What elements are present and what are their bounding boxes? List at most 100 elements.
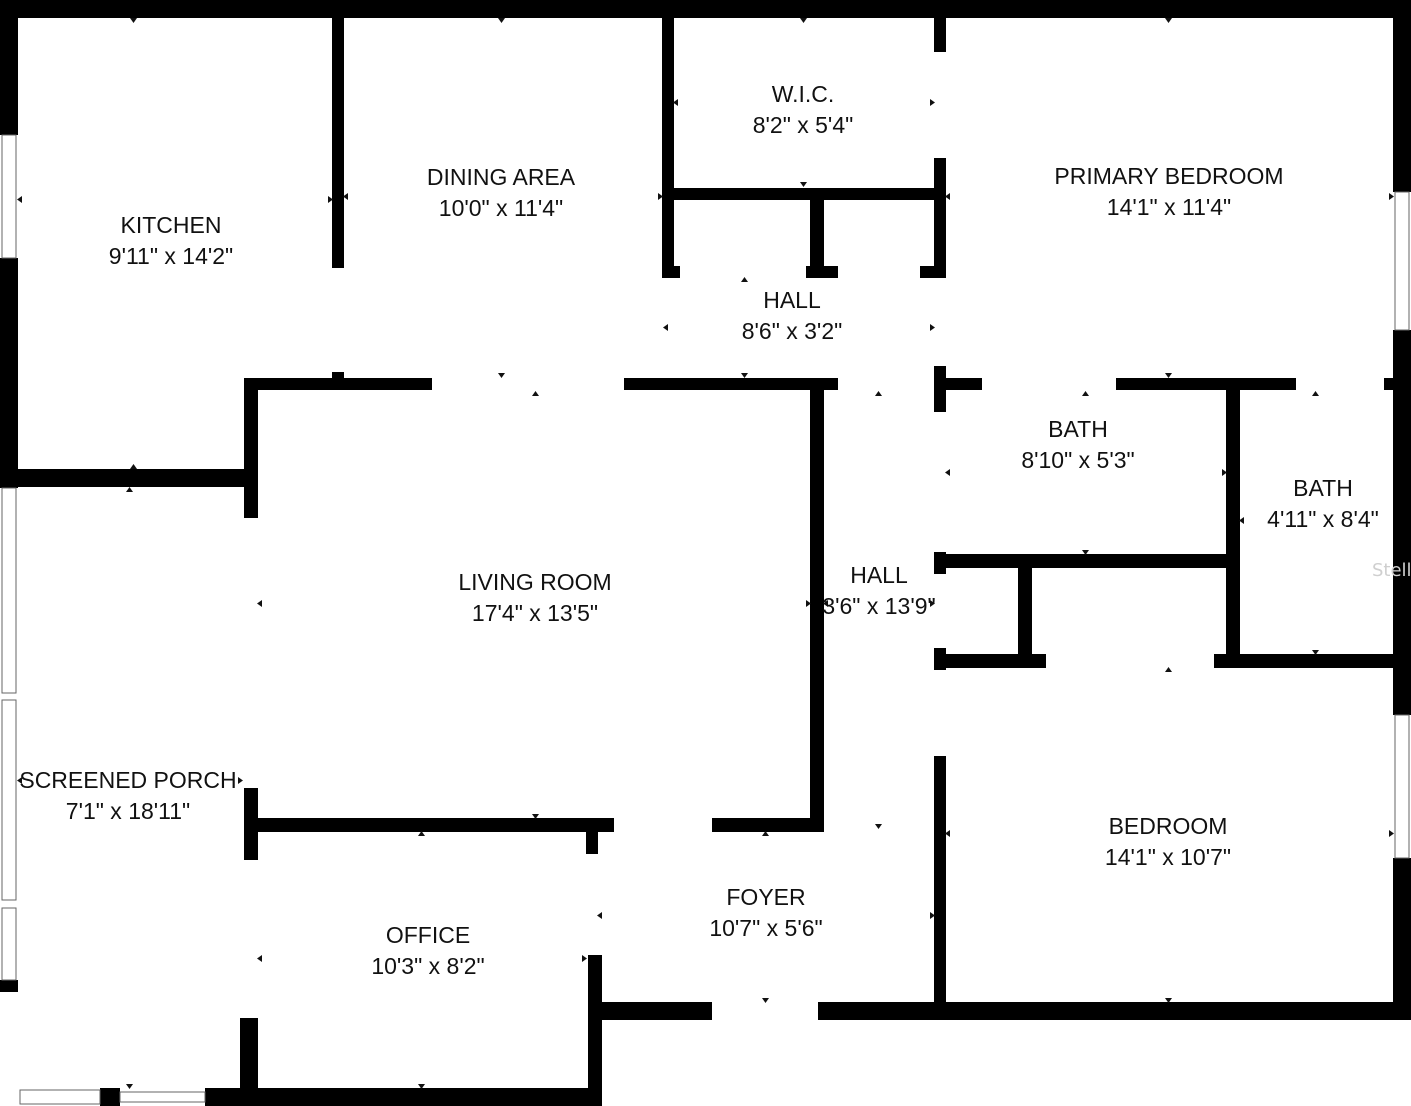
room-office-size: 10'3" x 8'2" — [371, 953, 484, 979]
room-foyer-name: FOYER — [726, 884, 805, 910]
marker-hallc-top — [875, 391, 882, 396]
room-living-size: 17'4" x 13'5" — [472, 600, 598, 626]
marker-primary-top — [1165, 18, 1172, 23]
wall-closet-bottom-right — [920, 266, 946, 278]
wall-outer-right-1 — [1393, 0, 1411, 192]
marker-living-right — [806, 600, 811, 607]
marker-porch-left — [17, 777, 22, 784]
wall-outer-right-2 — [1393, 330, 1411, 715]
wall-living-right — [810, 388, 824, 830]
marker-bath1-bottom — [1082, 550, 1089, 555]
wall-outer-left-upper — [0, 0, 18, 135]
wall-outer-right-3 — [1393, 858, 1411, 1020]
window-porch-2 — [1, 699, 17, 901]
room-dining-size: 10'0" x 11'4" — [439, 195, 563, 221]
wall-office-right-lower — [588, 955, 602, 1106]
marker-primary-left — [945, 193, 950, 200]
wall-primary-bottom-mid — [1116, 378, 1296, 390]
wall-hall-right-1 — [934, 366, 946, 412]
marker-hallc-left — [823, 600, 828, 607]
marker-living-left — [257, 600, 262, 607]
marker-office-top — [418, 831, 425, 836]
window-bedroom — [1394, 714, 1410, 859]
marker-kitchen-bottom — [130, 464, 137, 469]
room-kitchen-size: 9'11" x 14'2" — [109, 243, 233, 269]
wall-living-bottom-right — [712, 818, 824, 832]
room-wic-size: 8'2" x 5'4" — [753, 112, 854, 138]
window-porch-1 — [1, 487, 17, 694]
room-foyer-size: 10'7" x 5'6" — [709, 915, 822, 941]
door-markers — [17, 18, 1394, 1089]
wall-primary-bottom-right — [1384, 378, 1411, 390]
wall-bedroom-top-left — [934, 654, 1046, 668]
wall-bedroom-top-right — [1214, 654, 1411, 668]
wall-living-top-left — [248, 378, 432, 390]
marker-hall-left — [663, 324, 668, 331]
wall-closet-bottom-left — [662, 266, 680, 278]
window-porch-bottom — [19, 1089, 101, 1105]
marker-kitchen-right — [328, 196, 333, 203]
wall-closet-bottom-mid — [806, 266, 838, 278]
room-labels: KITCHEN 9'11" x 14'2" DINING AREA 10'0" … — [19, 81, 1378, 979]
wall-bottom-bedroom — [818, 1002, 1411, 1020]
wall-hall-right-4 — [934, 756, 946, 1004]
marker-wic-right — [930, 99, 935, 106]
marker-bedroom-right — [1389, 830, 1394, 837]
wall-kitchen-bottom — [0, 469, 258, 487]
wall-outer-left-mid — [0, 258, 18, 488]
marker-primary-bottom — [1165, 373, 1172, 378]
wall-porch-bottom — [100, 1088, 120, 1106]
room-wic-name: W.I.C. — [772, 81, 835, 107]
wall-kitchen-dining — [332, 0, 344, 268]
marker-living-bottom — [532, 814, 539, 819]
marker-primary-right — [1389, 193, 1394, 200]
wall-office-bottom — [205, 1088, 602, 1106]
room-porch-size: 7'1" x 18'11" — [66, 798, 190, 824]
wall-bath-divider — [1226, 388, 1240, 666]
room-bedroom-size: 14'1" x 10'7" — [1105, 844, 1231, 870]
window-primary-bedroom — [1394, 191, 1410, 331]
marker-wic-left — [673, 99, 678, 106]
window-porch-3 — [1, 907, 17, 981]
marker-office-left — [257, 955, 262, 962]
marker-foyer-right — [930, 912, 935, 919]
marker-bath2-bottom — [1312, 650, 1319, 655]
wall-office-right-upper — [586, 826, 598, 854]
watermark: Stell — [1372, 560, 1411, 581]
marker-bath1-right — [1222, 469, 1227, 476]
room-bath1-name: BATH — [1048, 416, 1108, 442]
marker-wic-top — [800, 18, 807, 23]
room-bath2-name: BATH — [1293, 475, 1353, 501]
room-hall-top-size: 8'6" x 3'2" — [742, 318, 843, 344]
marker-dining-left — [343, 193, 348, 200]
wall-living-left-upper — [244, 378, 258, 518]
window-kitchen — [1, 134, 17, 259]
marker-bedroom-top — [1165, 667, 1172, 672]
marker-bedroom-bottom — [1165, 998, 1172, 1003]
wall-bath1-bottom — [934, 554, 1240, 568]
room-bedroom-name: BEDROOM — [1109, 813, 1228, 839]
marker-bath2-top — [1312, 391, 1319, 396]
marker-living-top — [532, 391, 539, 396]
wall-outer-top — [0, 0, 1411, 18]
room-hall-center-name: HALL — [850, 562, 908, 588]
marker-foyer-top — [762, 831, 769, 836]
room-bath2-size: 4'11" x 8'4" — [1267, 506, 1379, 532]
marker-dining-bottom — [498, 373, 505, 378]
marker-office-right — [582, 955, 587, 962]
marker-dining-right — [658, 193, 663, 200]
marker-porch-top — [126, 487, 133, 492]
marker-bath1-left — [945, 469, 950, 476]
marker-bedroom-left — [945, 830, 950, 837]
wall-living-bottom-left — [244, 818, 614, 832]
marker-porch-bottom — [126, 1084, 133, 1089]
room-porch-name: SCREENED PORCH — [19, 767, 236, 793]
wall-wic-right-lower — [934, 158, 946, 278]
wall-living-top-right — [624, 378, 838, 390]
wall-wic-bottom — [662, 188, 946, 200]
marker-kitchen-left — [17, 196, 22, 203]
wall-porch-left — [0, 980, 18, 992]
windows — [1, 134, 1410, 1105]
wall-wic-left — [662, 0, 674, 278]
